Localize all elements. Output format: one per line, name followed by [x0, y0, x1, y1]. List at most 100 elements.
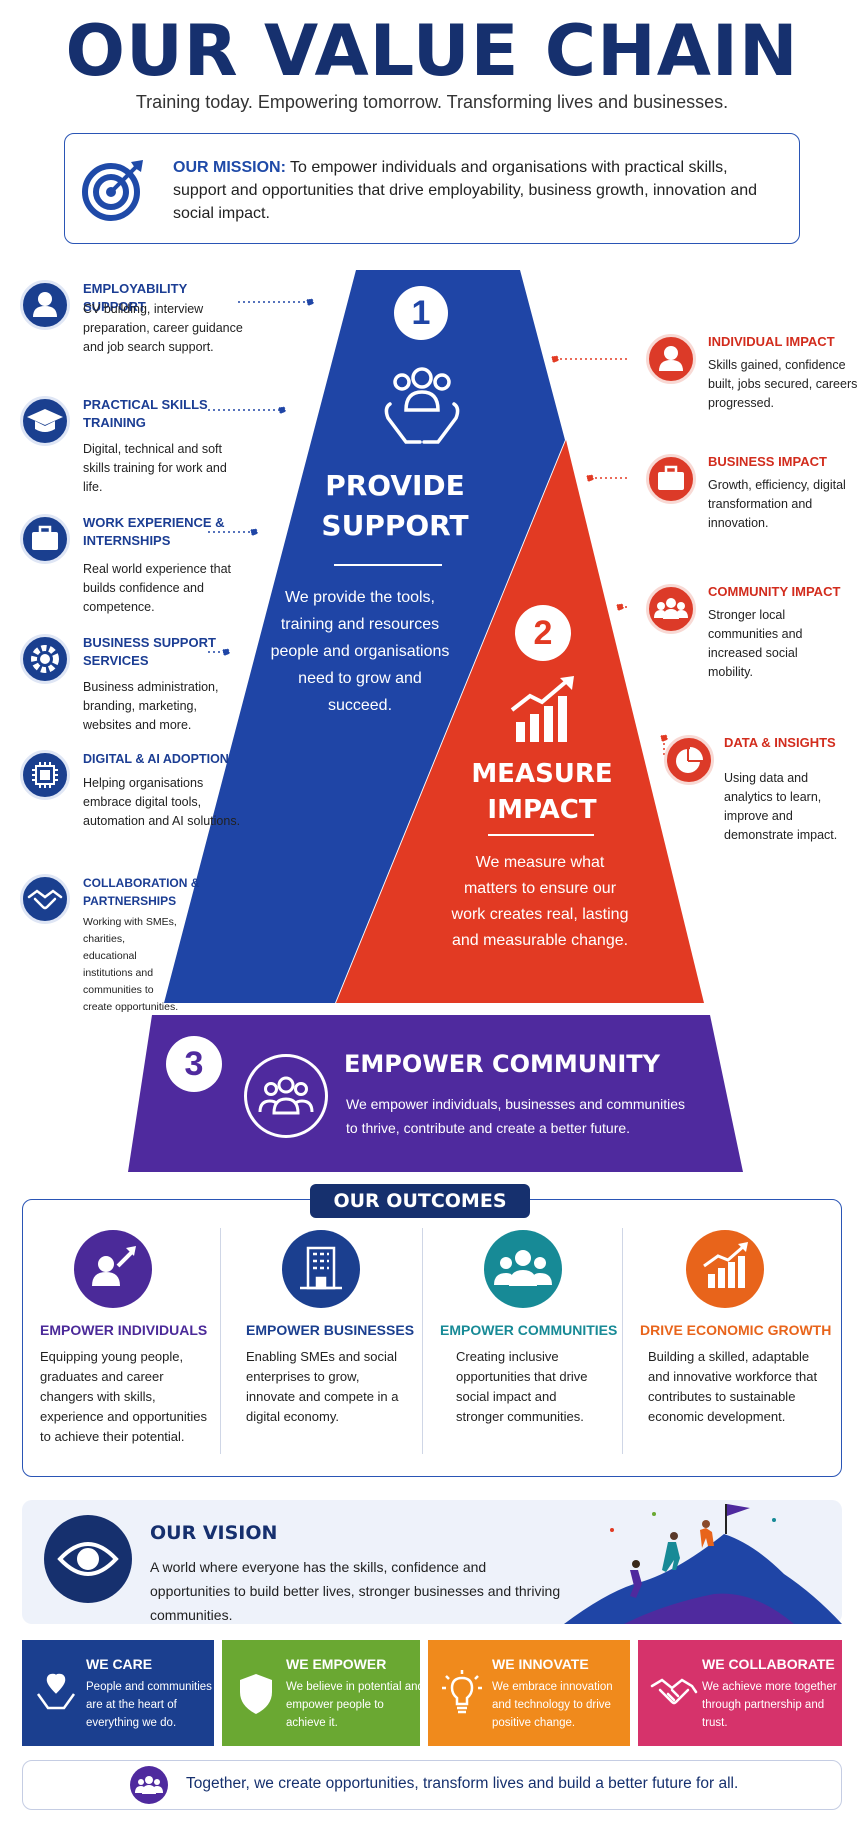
mountain-illustration	[564, 1500, 842, 1624]
mission-body: To empower individuals and organisations…	[173, 159, 758, 222]
group-icon	[646, 584, 696, 634]
person-growth-icon	[74, 1230, 152, 1308]
step-3-desc: We empower individuals, businesses and c…	[346, 1096, 686, 1136]
outcome-desc: Building a skilled, adaptable and innova…	[648, 1349, 818, 1424]
step-2-number: 2	[515, 605, 571, 661]
gear-icon	[20, 634, 70, 684]
value-title: WE COLLABORATE	[702, 1656, 835, 1672]
support-desc: Working with SMEs, charities, educationa…	[83, 916, 179, 1013]
step-1-divider	[334, 564, 442, 566]
heart-hands-icon	[34, 1670, 78, 1714]
step-1-title-line2: SUPPORT	[321, 509, 469, 542]
step-2-title-line1: MEASURE	[471, 759, 613, 789]
chip-icon	[20, 750, 70, 800]
impact-desc: Using data and analytics to learn, impro…	[724, 771, 838, 842]
impact-community: COMMUNITY IMPACT Stronger local communit…	[646, 584, 840, 684]
step-2-divider	[488, 834, 594, 836]
community-icon	[244, 1054, 328, 1138]
impact-data-insights: DATA & INSIGHTS Using data and analytics…	[664, 735, 854, 845]
outcome-title: DRIVE ECONOMIC GROWTH	[640, 1322, 832, 1338]
step-1-number: 1	[394, 286, 448, 340]
value-title: WE EMPOWER	[286, 1656, 387, 1672]
lightbulb-icon	[440, 1668, 484, 1716]
support-practical-skills: PRACTICAL SKILLS TRAINING Digital, techn…	[20, 396, 240, 496]
support-title: COLLABORATION & PARTNERSHIPS	[83, 876, 200, 908]
value-care: WE CARE People and communities are at th…	[22, 1640, 214, 1746]
value-empower: WE EMPOWER We believe in potential and e…	[222, 1640, 424, 1746]
impact-business: BUSINESS IMPACT Growth, efficiency, digi…	[646, 454, 846, 554]
person-icon	[20, 280, 70, 330]
support-collaboration: COLLABORATION & PARTNERSHIPS Working wit…	[20, 874, 240, 1013]
support-desc: Helping organisations embrace digital to…	[83, 776, 241, 828]
outcome-desc: Creating inclusive opportunities that dr…	[456, 1349, 588, 1424]
footer-text: Together, we create opportunities, trans…	[186, 1775, 739, 1792]
vision-text: A world where everyone has the skills, c…	[150, 1559, 561, 1623]
page-title: OUR VALUE CHAIN	[65, 10, 799, 92]
provide-support-shape	[164, 270, 565, 1003]
step-1-title: PROVIDE SUPPORT	[300, 466, 490, 546]
group-icon	[130, 1766, 168, 1804]
outcome-title: EMPOWER BUSINESSES	[246, 1322, 415, 1338]
value-title: WE CARE	[86, 1656, 153, 1672]
support-title: EMPLOYABILITY SUPPORT	[83, 281, 188, 314]
support-desc: Digital, technical and soft skills train…	[83, 442, 227, 494]
mission-label: OUR MISSION:	[173, 159, 286, 176]
mission-text: OUR MISSION: To empower individuals and …	[173, 156, 783, 225]
value-desc: People and communities are at the heart …	[86, 1681, 212, 1729]
measure-impact-shape	[336, 440, 704, 1003]
briefcase-icon	[646, 454, 696, 504]
support-employability: EMPLOYABILITY SUPPORT CV building, inter…	[20, 280, 243, 380]
support-title: PRACTICAL SKILLS TRAINING	[83, 397, 208, 430]
outcome-desc: Enabling SMEs and social enterprises to …	[246, 1349, 399, 1424]
eye-icon	[44, 1515, 132, 1603]
value-collaborate: WE COLLABORATE We achieve more together …	[638, 1640, 842, 1746]
briefcase-icon	[20, 514, 70, 564]
impact-title: INDIVIDUAL IMPACT	[708, 334, 835, 349]
step-2-title-line2: IMPACT	[487, 795, 597, 825]
impact-title: BUSINESS IMPACT	[708, 454, 827, 469]
divider	[422, 1228, 423, 1454]
impact-title: DATA & INSIGHTS	[724, 735, 836, 750]
value-innovate: WE INNOVATE We embrace innovation and te…	[428, 1640, 630, 1746]
outcome-desc: Equipping young people, graduates and ca…	[40, 1349, 207, 1444]
shield-icon	[236, 1672, 276, 1716]
hands-people-icon	[376, 358, 468, 450]
impact-desc: Growth, efficiency, digital transformati…	[708, 478, 846, 530]
outcomes-label: OUR OUTCOMES	[310, 1184, 530, 1218]
divider	[622, 1228, 623, 1454]
support-title: BUSINESS SUPPORT SERVICES	[83, 635, 216, 668]
support-work-experience: WORK EXPERIENCE & INTERNSHIPS Real world…	[20, 514, 240, 614]
handshake-icon	[20, 874, 70, 924]
impact-desc: Stronger local communities and increased…	[708, 608, 803, 679]
target-icon	[79, 156, 147, 224]
step-1-desc: We provide the tools, training and resou…	[270, 589, 450, 714]
support-business-services: BUSINESS SUPPORT SERVICES Business admin…	[20, 634, 240, 734]
outcome-title: EMPOWER INDIVIDUALS	[40, 1322, 208, 1338]
vision-title: OUR VISION	[150, 1522, 278, 1544]
value-desc: We believe in potential and empower peop…	[286, 1681, 424, 1729]
step-3-title: EMPOWER COMMUNITY	[344, 1050, 661, 1078]
growth-chart-icon	[686, 1230, 764, 1308]
group-icon	[484, 1230, 562, 1308]
step-2-title: MEASURE IMPACT	[462, 756, 622, 828]
page-subtitle: Training today. Empowering tomorrow. Tra…	[135, 92, 729, 112]
step-2-desc: We measure what matters to ensure our wo…	[451, 854, 629, 949]
outcome-title: EMPOWER COMMUNITIES	[440, 1322, 618, 1338]
support-desc: Real world experience that builds confid…	[83, 562, 231, 614]
impact-individual: INDIVIDUAL IMPACT Skills gained, confide…	[646, 334, 857, 434]
support-desc: Business administration, branding, marke…	[83, 680, 219, 732]
pie-chart-icon	[664, 735, 714, 785]
bar-chart-growth-icon	[508, 676, 582, 744]
support-digital-ai: DIGITAL & AI ADOPTION Helping organisati…	[20, 750, 240, 850]
value-desc: We achieve more together through partner…	[702, 1681, 837, 1729]
support-desc: CV building, interview preparation, care…	[83, 302, 243, 354]
handshake-icon	[650, 1672, 698, 1712]
divider	[220, 1228, 221, 1454]
support-title: WORK EXPERIENCE & INTERNSHIPS	[83, 515, 225, 548]
support-title: DIGITAL & AI ADOPTION	[83, 752, 229, 766]
value-desc: We embrace innovation and technology to …	[492, 1681, 613, 1729]
step-1-title-line1: PROVIDE	[325, 469, 465, 502]
person-icon	[646, 334, 696, 384]
value-title: WE INNOVATE	[492, 1656, 589, 1672]
impact-desc: Skills gained, confidence built, jobs se…	[708, 358, 858, 410]
